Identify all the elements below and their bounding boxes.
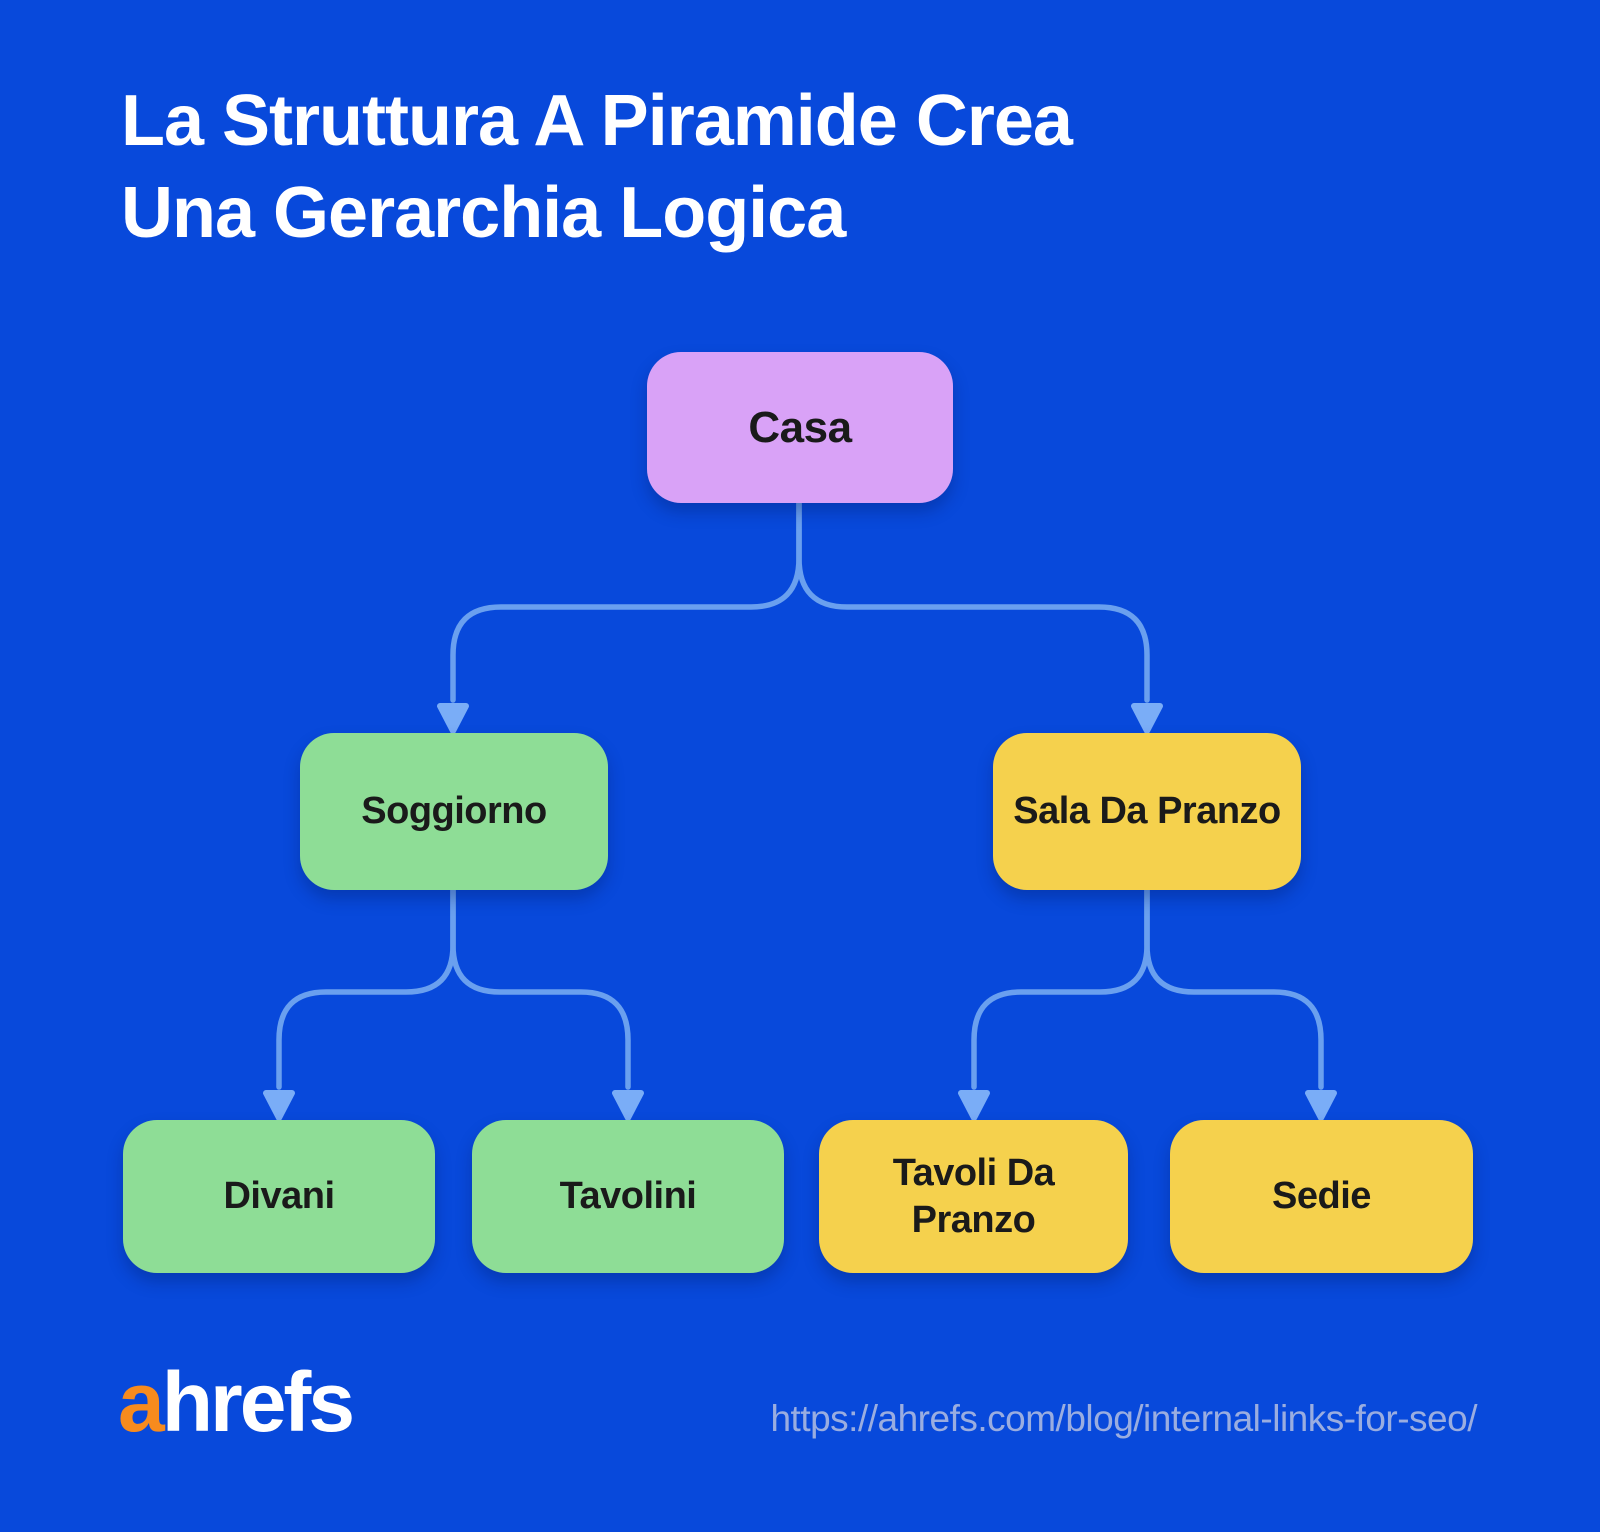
connector-casa-sala [796,500,1150,703]
node-tavoli-da-pranzo: Tavoli Da Pranzo [819,1120,1128,1273]
connector-soggiorno-tavolini [450,887,631,1090]
page-title-line2: Una Gerarchia Logica [121,173,846,253]
connector-sala-sedie [1144,887,1324,1090]
node-soggiorno: Soggiorno [300,733,608,890]
connector-arrowheads [263,703,1337,1121]
arrowhead-down-icon [612,1090,644,1121]
node-divani: Divani [123,1120,435,1273]
connector-casa-soggiorno [450,500,802,703]
arrowhead-down-icon [437,703,469,734]
ahrefs-logo: ahrefs [118,1360,355,1444]
node-sala-da-pranzo: Sala Da Pranzo [993,733,1301,890]
node-tavolini: Tavolini [472,1120,784,1273]
ahrefs-logo-accent: a [118,1355,165,1449]
connector-soggiorno-divani [276,887,456,1090]
node-casa: Casa [647,352,953,503]
ahrefs-logo-rest: hrefs [161,1355,355,1449]
source-url: https://ahrefs.com/blog/internal-links-f… [770,1398,1477,1439]
connector-sala-tavoli [971,887,1150,1090]
page-title: La Struttura A Piramide Crea Una Gerarch… [121,75,1073,259]
arrowhead-down-icon [1305,1090,1337,1121]
node-sedie: Sedie [1170,1120,1473,1273]
arrowhead-down-icon [958,1090,990,1121]
page-title-line1: La Struttura A Piramide Crea [121,81,1073,161]
connector-lines [276,500,1324,1090]
arrowhead-down-icon [1131,703,1163,734]
arrowhead-down-icon [263,1090,295,1121]
